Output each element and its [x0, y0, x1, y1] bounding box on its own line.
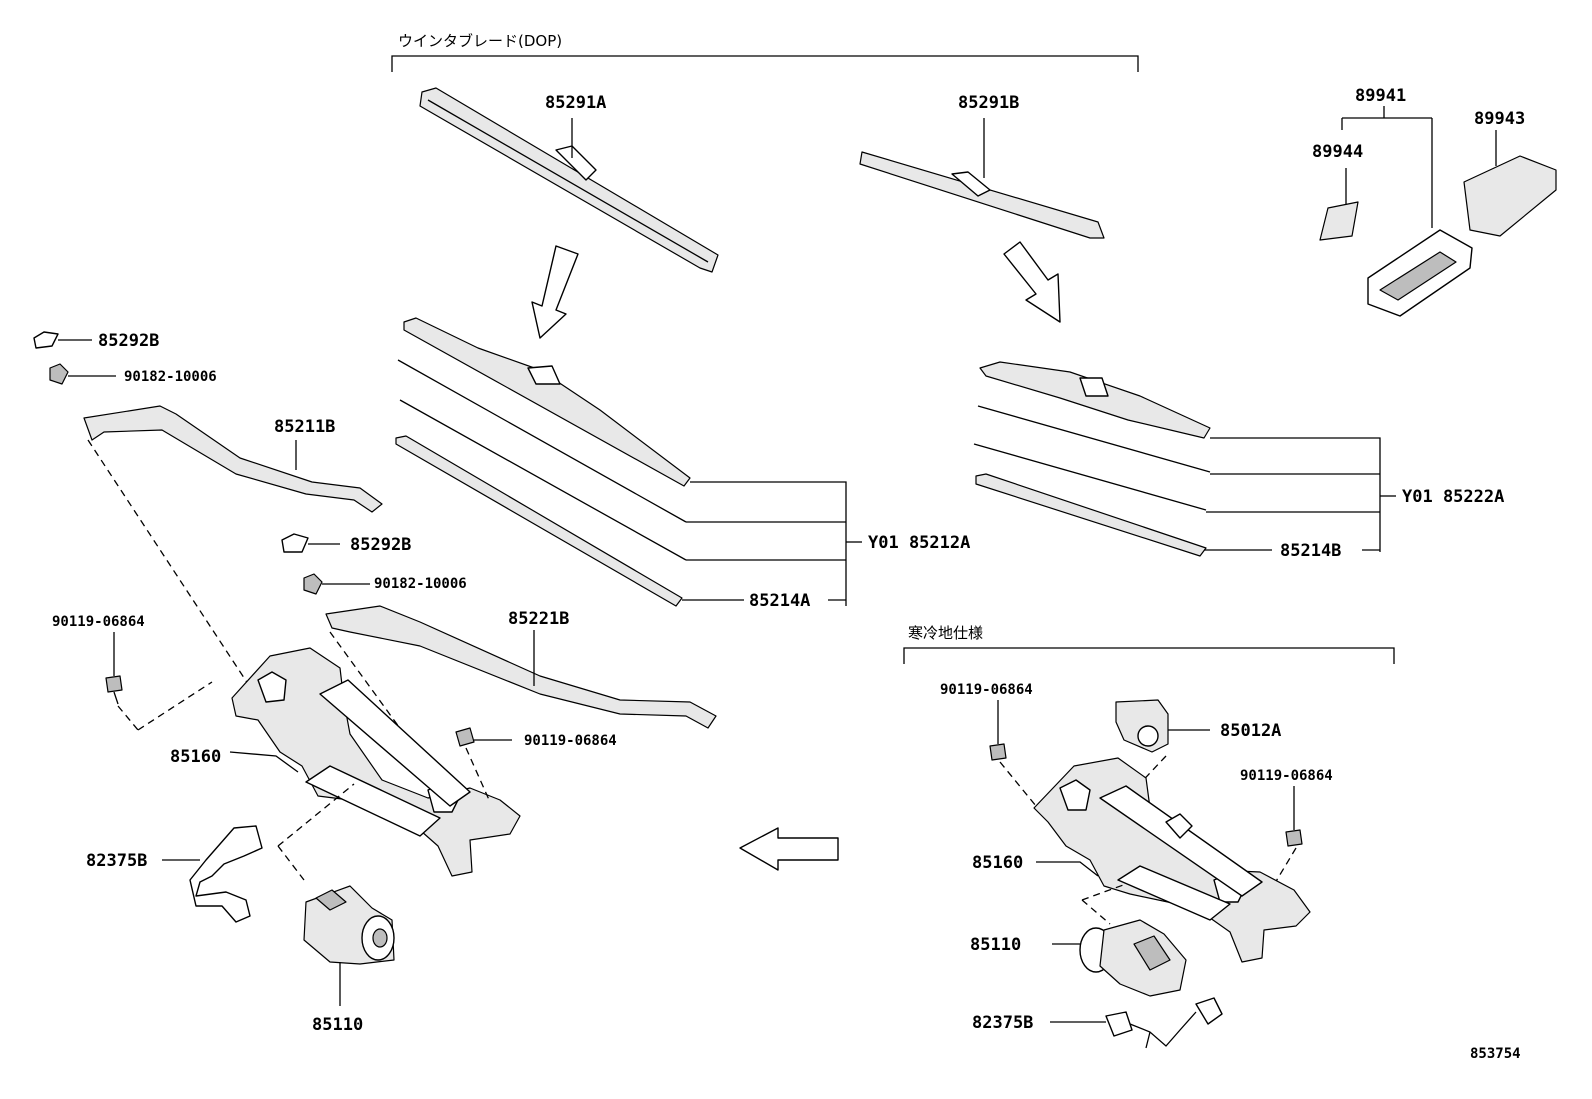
- label-90119-06864-right2[interactable]: 90119-06864: [1240, 768, 1333, 784]
- label-89944[interactable]: 89944: [1312, 142, 1363, 162]
- label-85292B-2[interactable]: 85292B: [350, 535, 411, 555]
- cold-region-bracket: 寒冷地仕様: [903, 624, 1395, 664]
- bolt-90119-right1: 90119-06864: [940, 682, 1037, 807]
- label-90119-06864-center[interactable]: 90119-06864: [524, 733, 617, 749]
- wiper-arm-85211B: 85292B 90182-10006 85211B: [33, 331, 383, 513]
- label-Y01-85222A[interactable]: Y01 85222A: [1402, 487, 1504, 507]
- heater-85012A: 85012A: [1115, 699, 1281, 791]
- winter-blade-bracket-label: ウインタブレード(DOP): [398, 32, 562, 50]
- harness-82375B-right: 82375B: [972, 997, 1223, 1049]
- label-85291A[interactable]: 85291A: [545, 93, 606, 113]
- label-85214A[interactable]: 85214A: [749, 591, 810, 611]
- arrow-left-icon: [739, 827, 839, 871]
- motor-85110-left: 85110: [303, 885, 395, 1035]
- label-82375B-right[interactable]: 82375B: [972, 1013, 1033, 1033]
- label-85110-right[interactable]: 85110: [970, 935, 1021, 955]
- cold-region-bracket-label: 寒冷地仕様: [908, 624, 983, 642]
- bolt-90119-center: 90119-06864: [455, 727, 617, 803]
- label-90182-10006-1[interactable]: 90182-10006: [124, 369, 217, 385]
- label-85292B-1[interactable]: 85292B: [98, 331, 159, 351]
- parts-89941-group: 89941 89943 89944: [1312, 86, 1557, 317]
- label-85110-left[interactable]: 85110: [312, 1015, 363, 1035]
- label-89941[interactable]: 89941: [1355, 86, 1406, 106]
- bolt-90119-left: 90119-06864: [52, 614, 213, 731]
- label-82375B-left[interactable]: 82375B: [86, 851, 147, 871]
- arrow-down-icon: [531, 245, 579, 339]
- label-85214B[interactable]: 85214B: [1280, 541, 1341, 561]
- winter-blade-85291B: 85291B: [859, 93, 1105, 239]
- wiper-linkage-85160-right: 85160: [972, 757, 1311, 963]
- label-90182-10006-2[interactable]: 90182-10006: [374, 576, 467, 592]
- wiper-linkage-85160-left: 85160: [87, 439, 521, 881]
- label-85012A[interactable]: 85012A: [1220, 721, 1281, 741]
- wiper-arm-85221B: 85292B 90182-10006 85221B: [281, 533, 717, 729]
- blade-set-85222A: Y01 85222A 85214B: [973, 361, 1504, 561]
- label-Y01-85212A[interactable]: Y01 85212A: [868, 533, 970, 553]
- bolt-90119-right2: 90119-06864: [1240, 768, 1333, 889]
- label-85160-left[interactable]: 85160: [170, 747, 221, 767]
- harness-82375B-left: 82375B: [86, 825, 263, 923]
- label-85211B[interactable]: 85211B: [274, 417, 335, 437]
- label-90119-06864-left[interactable]: 90119-06864: [52, 614, 145, 630]
- diagram-id: 853754: [1470, 1046, 1521, 1062]
- winter-blade-bracket: ウインタブレード(DOP): [391, 32, 1139, 72]
- label-85291B[interactable]: 85291B: [958, 93, 1019, 113]
- arrow-down-right-icon: [1003, 241, 1061, 323]
- winter-blade-85291A: 85291A: [419, 87, 719, 273]
- motor-85110-right: 85110: [970, 919, 1187, 997]
- blade-set-85212A: Y01 85212A 85214A: [395, 317, 970, 611]
- label-89943[interactable]: 89943: [1474, 109, 1525, 129]
- label-85221B[interactable]: 85221B: [508, 609, 569, 629]
- label-90119-06864-right1[interactable]: 90119-06864: [940, 682, 1033, 698]
- label-85160-right[interactable]: 85160: [972, 853, 1023, 873]
